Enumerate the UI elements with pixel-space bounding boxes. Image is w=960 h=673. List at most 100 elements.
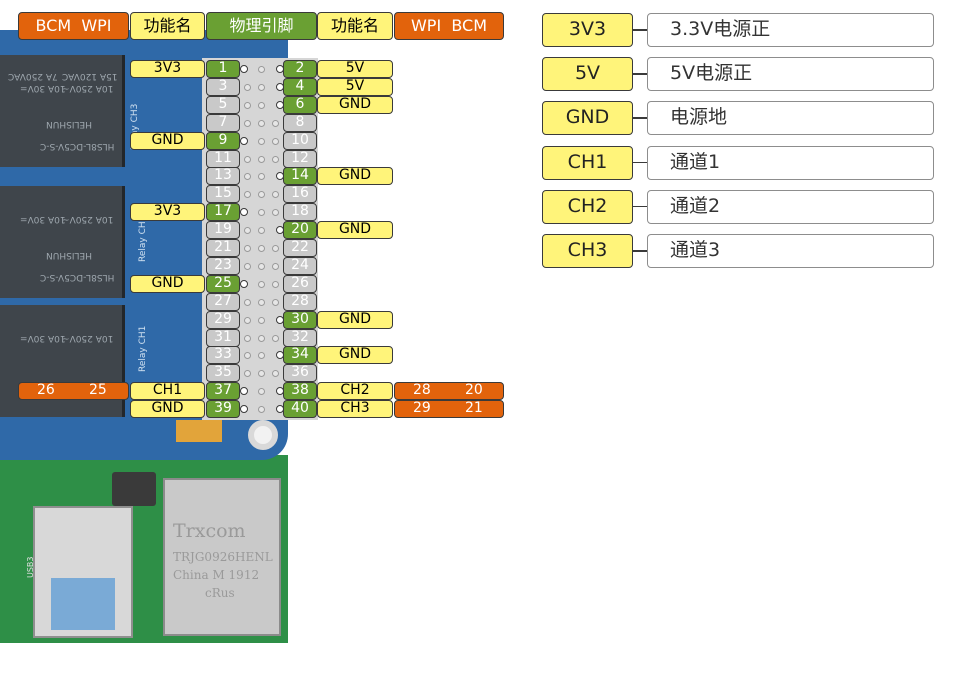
pin-number: 26 <box>283 274 317 293</box>
pin-hole <box>244 262 251 270</box>
pin-function-label: GND <box>130 274 205 293</box>
pin-hole <box>258 334 265 342</box>
legend-connector <box>633 161 647 164</box>
pin-hole <box>258 191 265 199</box>
eth-brand-text: Trxcom <box>173 520 246 542</box>
pin-hole <box>244 334 251 342</box>
pin-hole <box>244 173 251 181</box>
pin-hole <box>258 66 265 73</box>
bcm-number: 20 <box>465 382 483 399</box>
legend-description: 通道2 <box>647 189 934 224</box>
relay-rating-text: 15A 120VAC <box>62 71 118 81</box>
pin-hole <box>244 298 251 306</box>
header-func-left: 功能名 <box>130 12 205 40</box>
pin-number: 5 <box>206 95 240 114</box>
pin-function-label: GND <box>130 131 205 150</box>
pin-hole <box>258 173 265 181</box>
usb-port <box>33 506 133 638</box>
pin-number: 35 <box>206 364 240 383</box>
legend-key: 5V <box>542 57 633 92</box>
bcm-number: 26 <box>37 382 55 399</box>
pin-number: 33 <box>206 346 240 365</box>
pin-number: 34 <box>283 346 317 365</box>
jumper-block <box>176 420 222 442</box>
pin-function-label: GND <box>130 400 205 419</box>
pin-hole <box>258 137 265 145</box>
pin-number: 4 <box>283 77 317 96</box>
pin-function-label: 5V <box>317 60 393 78</box>
pin-number: 40 <box>283 400 317 419</box>
pin-hole <box>258 101 265 109</box>
pin-number: 29 <box>206 310 240 329</box>
pin-hole <box>244 316 251 324</box>
pin-hole <box>272 370 279 378</box>
legend-key: 3V3 <box>542 13 633 47</box>
pin-number: 14 <box>283 167 317 186</box>
relay-model-text: HLS8L-DC5V-S-C <box>40 272 115 282</box>
pin-number: 16 <box>283 185 317 204</box>
pin-connector-dot <box>240 65 248 73</box>
pin-number: 13 <box>206 167 240 186</box>
eth-origin-text: China M 1912 <box>173 568 260 582</box>
pin-hole <box>244 191 251 199</box>
pin-number: 20 <box>283 221 317 240</box>
pin-number: 24 <box>283 256 317 275</box>
pin-hole <box>272 209 279 217</box>
header-bcm-right: BCM <box>451 16 488 35</box>
legend-description: 通道3 <box>647 234 934 268</box>
pin-hole <box>258 227 265 235</box>
pin-connector-dot <box>276 315 284 324</box>
pin-function-label: GND <box>317 346 393 365</box>
pin-connector-dot <box>240 208 248 217</box>
pin-hole <box>244 101 251 109</box>
pin-function-label: GND <box>317 310 393 329</box>
pin-hole <box>258 406 265 414</box>
pin-connector-dot <box>240 279 248 288</box>
pin-connector-dot <box>276 172 284 181</box>
pin-hole <box>244 119 251 127</box>
pin-number: 22 <box>283 239 317 257</box>
pin-number: 36 <box>283 364 317 383</box>
header-func-right: 功能名 <box>317 12 393 40</box>
pin-function-label: GND <box>317 167 393 186</box>
pin-hole <box>258 119 265 127</box>
pin-number: 7 <box>206 113 240 132</box>
usb-slot <box>51 578 115 630</box>
legend-key: CH1 <box>542 145 633 180</box>
pin-hole <box>272 245 279 252</box>
pin-function-label: GND <box>317 221 393 240</box>
pin-number: 37 <box>206 382 240 401</box>
pin-function-label: 3V3 <box>130 203 205 222</box>
pin-hole <box>258 262 265 270</box>
pin-hole <box>272 262 279 270</box>
pin-hole <box>272 155 279 163</box>
relay-rating-text: 10A 250V~ <box>62 333 114 343</box>
pin-hole <box>244 245 251 252</box>
relay-rating-text: 10A 30V= <box>20 83 66 93</box>
header-physical-pin: 物理引脚 <box>206 12 317 40</box>
ethernet-port: Trxcom TRJG0926HENL China M 1912 cRus <box>163 478 281 636</box>
legend-connector <box>633 117 647 119</box>
relay-rating-text: 7A 250VAC <box>8 71 58 81</box>
pin-hole <box>258 316 265 324</box>
eth-cert-text: cRus <box>205 586 235 600</box>
legend-key: CH3 <box>542 234 633 268</box>
relay-rating-text: 10A 250V~ <box>62 83 114 93</box>
legend-connector <box>633 73 647 75</box>
relay-ch1: HLS8L-DC5V-S-C 10A 250V~ 10A 30V= <box>0 305 125 417</box>
relay-rating-text: 10A 250V~ <box>62 214 114 224</box>
pin-function-label: GND <box>317 95 393 114</box>
header-wpi-left: WPI <box>81 16 112 35</box>
header-wpi-bcm-right: WPI BCM <box>394 12 504 40</box>
pin-hole <box>272 280 279 288</box>
pin-hole <box>258 370 265 378</box>
pin-hole <box>272 334 279 342</box>
legend-connector <box>633 250 647 252</box>
legend-connector <box>633 205 647 208</box>
legend-key: CH2 <box>542 189 633 224</box>
pin-connector-dot <box>276 226 284 235</box>
relay-channel-label: Relay CH2 <box>138 215 148 262</box>
